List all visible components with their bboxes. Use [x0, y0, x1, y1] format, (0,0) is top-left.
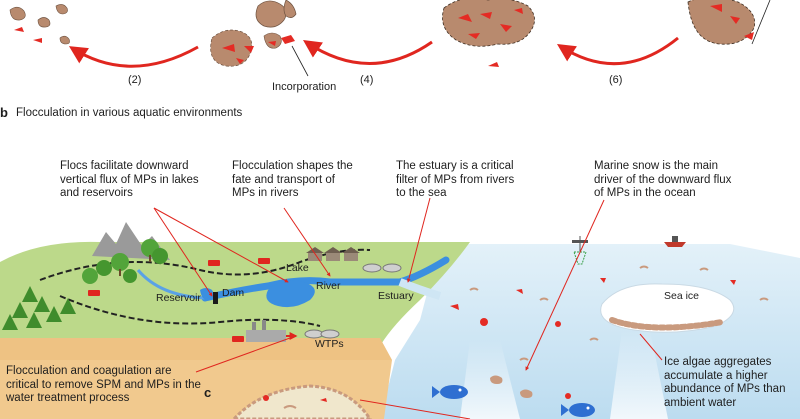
road-north: [39, 248, 371, 281]
label-river: River: [316, 280, 341, 292]
reservoir-water: [200, 288, 214, 301]
sea-ice: [600, 283, 735, 333]
incorporated-plastic: [281, 35, 295, 44]
callout-estuary-line-2: filter of MPs from rivers: [396, 173, 515, 186]
callout-water-treatment: Flocculation and coagulation are critica…: [6, 365, 201, 406]
floc-cluster-2: [210, 0, 297, 67]
treatment-tanks-north: [362, 263, 402, 273]
panel-b-title: Flocculation in various aquatic environm…: [16, 107, 243, 119]
tributary: [136, 269, 206, 300]
lake-water: [266, 280, 315, 308]
callout-ocean-line-2: driver of the downward flux: [594, 173, 732, 186]
process-arrow-4: [303, 39, 433, 65]
road-south: [59, 295, 321, 327]
callout-lakes-line-2: vertical flux of MPs in lakes: [60, 173, 199, 186]
ice-algae-aggregates: [609, 317, 725, 331]
floc-cluster-4: [687, 0, 756, 45]
callout-rivers-line-3: MPs in rivers: [232, 187, 299, 199]
sediment-shade: [0, 338, 392, 360]
label-wtps: WTPs: [315, 338, 344, 350]
callout-ice-line-4: ambient water: [664, 396, 737, 409]
callout-rivers-line-1: Flocculation shapes the: [232, 160, 353, 172]
right-leader: [751, 0, 771, 45]
callout-sea-ice-algae: Ice algae aggregates accumulate a higher…: [664, 356, 785, 410]
fish-2: [561, 403, 595, 417]
light-beam-1: [460, 340, 520, 419]
callout-ocean: Marine snow is the main driver of the do…: [594, 160, 731, 201]
light-beam-2: [610, 330, 668, 419]
floc-cluster-1: [9, 4, 70, 45]
callout-lakes: Flocs facilitate downward vertical flux …: [60, 160, 199, 201]
step-label-4: (4): [360, 74, 374, 86]
callout-estuary-line-3: to the sea: [396, 187, 447, 199]
step-label-2: (2): [128, 74, 142, 86]
dam-structure: [213, 292, 218, 304]
callout-ice-line-2: accumulate a higher: [664, 369, 768, 382]
panel-c-letter: c: [204, 385, 212, 400]
callout-rivers: Flocculation shapes the fate and transpo…: [232, 160, 353, 201]
callout-lakes-line-1: Flocs facilitate downward: [60, 160, 189, 172]
callout-lakes-line-3: and reservoirs: [60, 187, 133, 199]
floc-cluster-3: [442, 0, 535, 47]
panel-a: [9, 0, 771, 77]
label-estuary: Estuary: [378, 290, 414, 302]
callout-ocean-line-1: Marine snow is the main: [594, 160, 718, 172]
boat: [664, 236, 686, 247]
vehicles: [88, 258, 270, 342]
callout-wt-line-1: Flocculation and coagulation are: [6, 365, 172, 377]
callout-leaders: [153, 197, 663, 373]
fish-1: [432, 385, 468, 399]
callout-estuary: The estuary is a critical filter of MPs …: [396, 160, 514, 201]
label-dam: Dam: [222, 287, 245, 299]
loose-plastic: [488, 62, 499, 67]
estuary-channel: [398, 278, 442, 300]
incorporation-leader: [291, 45, 309, 77]
callout-ice-line-1: Ice algae aggregates: [664, 356, 772, 368]
label-reservoir: Reservoir: [156, 292, 201, 304]
callout-wt-line-2: critical to remove SPM and MPs in the: [6, 378, 201, 391]
callout-ice-line-3: abundance of MPs than: [664, 383, 786, 395]
forest: [2, 239, 168, 330]
boat-buoy: [572, 236, 588, 265]
village: [306, 247, 360, 261]
step-label-6: (6): [609, 74, 623, 86]
incorporation-label: Incorporation: [272, 81, 337, 93]
ocean-particles: [450, 265, 769, 399]
callout-wt-line-3: water treatment process: [6, 392, 130, 404]
process-arrow-2: [68, 45, 199, 68]
panel-b-letter: b: [0, 105, 8, 120]
callout-ocean-line-3: of MPs in the ocean: [594, 187, 696, 199]
label-sea-ice: Sea ice: [664, 290, 700, 302]
panel-c: [231, 384, 471, 419]
label-lake: Lake: [286, 262, 309, 274]
process-arrow-6: [556, 36, 679, 66]
callout-estuary-line-1: The estuary is a critical: [396, 160, 514, 172]
wtp-plant: [246, 320, 340, 342]
river: [201, 256, 450, 302]
callout-rivers-line-2: fate and transport of: [232, 173, 335, 186]
